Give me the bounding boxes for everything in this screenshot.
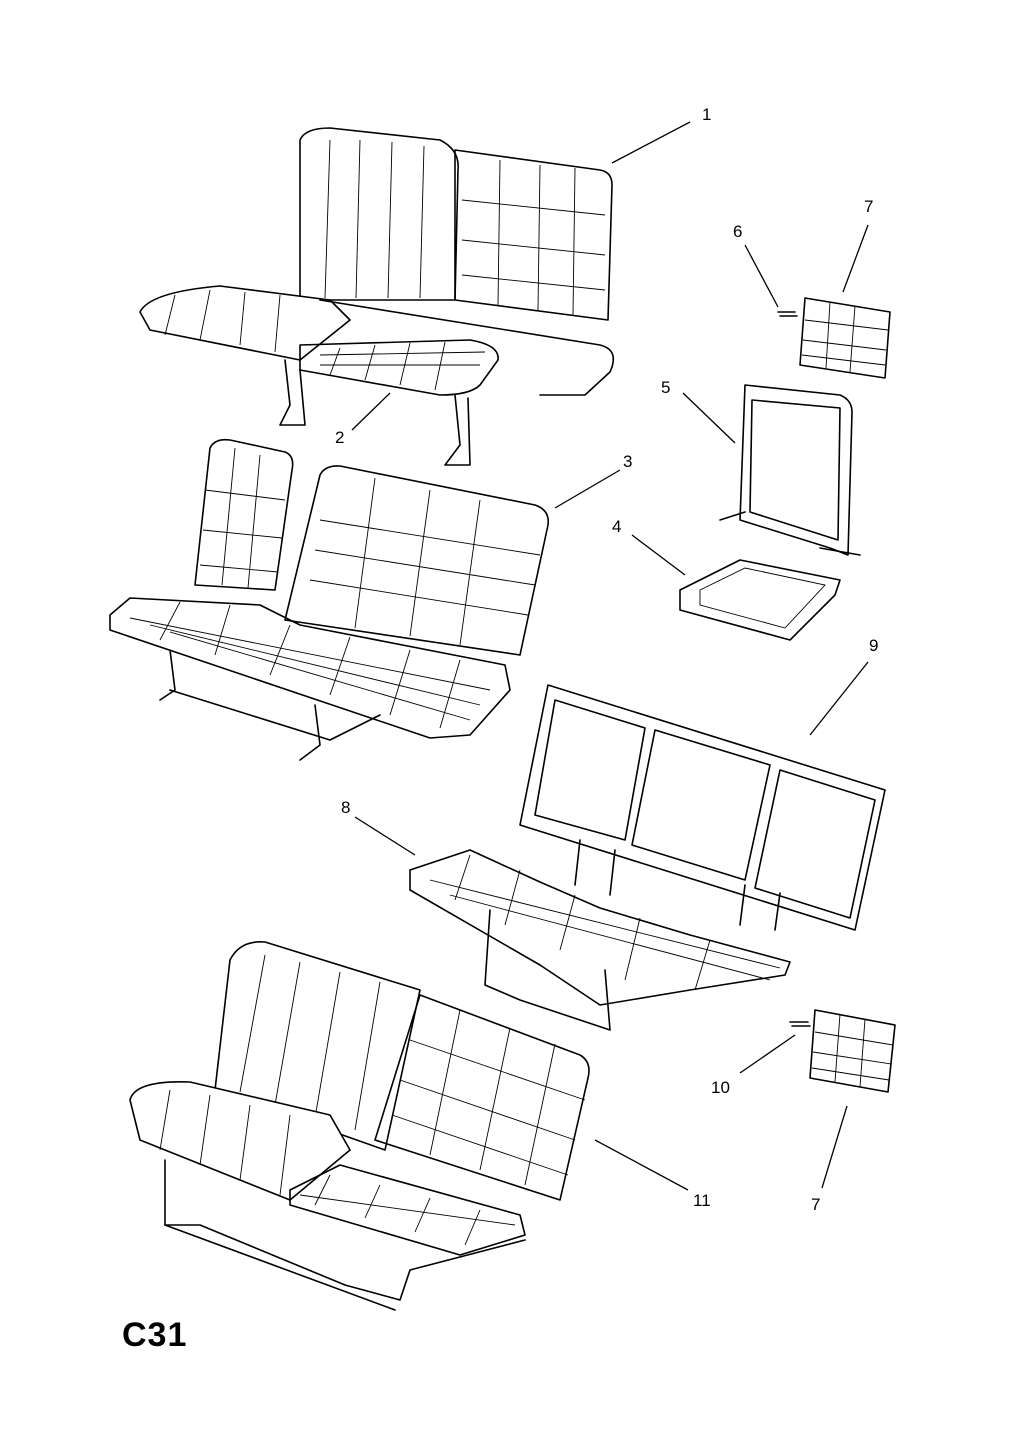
callout-6: 6 (733, 222, 742, 241)
part-8-rear-seat-frame (409, 849, 791, 1031)
part-1-bench-seat-assembly (139, 127, 615, 466)
callout-10: 10 (711, 1078, 730, 1097)
callout-5: 5 (661, 378, 670, 397)
callout-9: 9 (869, 636, 878, 655)
part-4-seat-frame (679, 559, 841, 641)
callout-8: 8 (341, 798, 350, 817)
callout-4: 4 (612, 517, 621, 536)
leader-lines (351, 121, 869, 1191)
callout-2: 2 (335, 428, 344, 447)
part-7-cover-panel-bottom (809, 1009, 896, 1093)
callout-3: 3 (623, 452, 632, 471)
callout-7-bottom: 7 (811, 1195, 820, 1214)
part-10-clip (789, 1021, 811, 1027)
part-7-cover-panel-top (799, 297, 891, 379)
callout-11: 11 (693, 1191, 711, 1210)
page-code-label: C31 (122, 1316, 188, 1354)
callout-7-top: 7 (864, 197, 873, 216)
part-6-clip (777, 311, 798, 317)
part-11-bench-seat-assembly (129, 941, 590, 1311)
part-9-rear-backrest-frame (519, 684, 886, 931)
part-3-split-bench-frame (109, 438, 550, 761)
callout-labels: 1 2 3 4 5 6 7 8 9 10 11 7 (335, 105, 878, 1214)
callout-1: 1 (702, 105, 711, 124)
part-5-backrest-frame (719, 384, 861, 556)
